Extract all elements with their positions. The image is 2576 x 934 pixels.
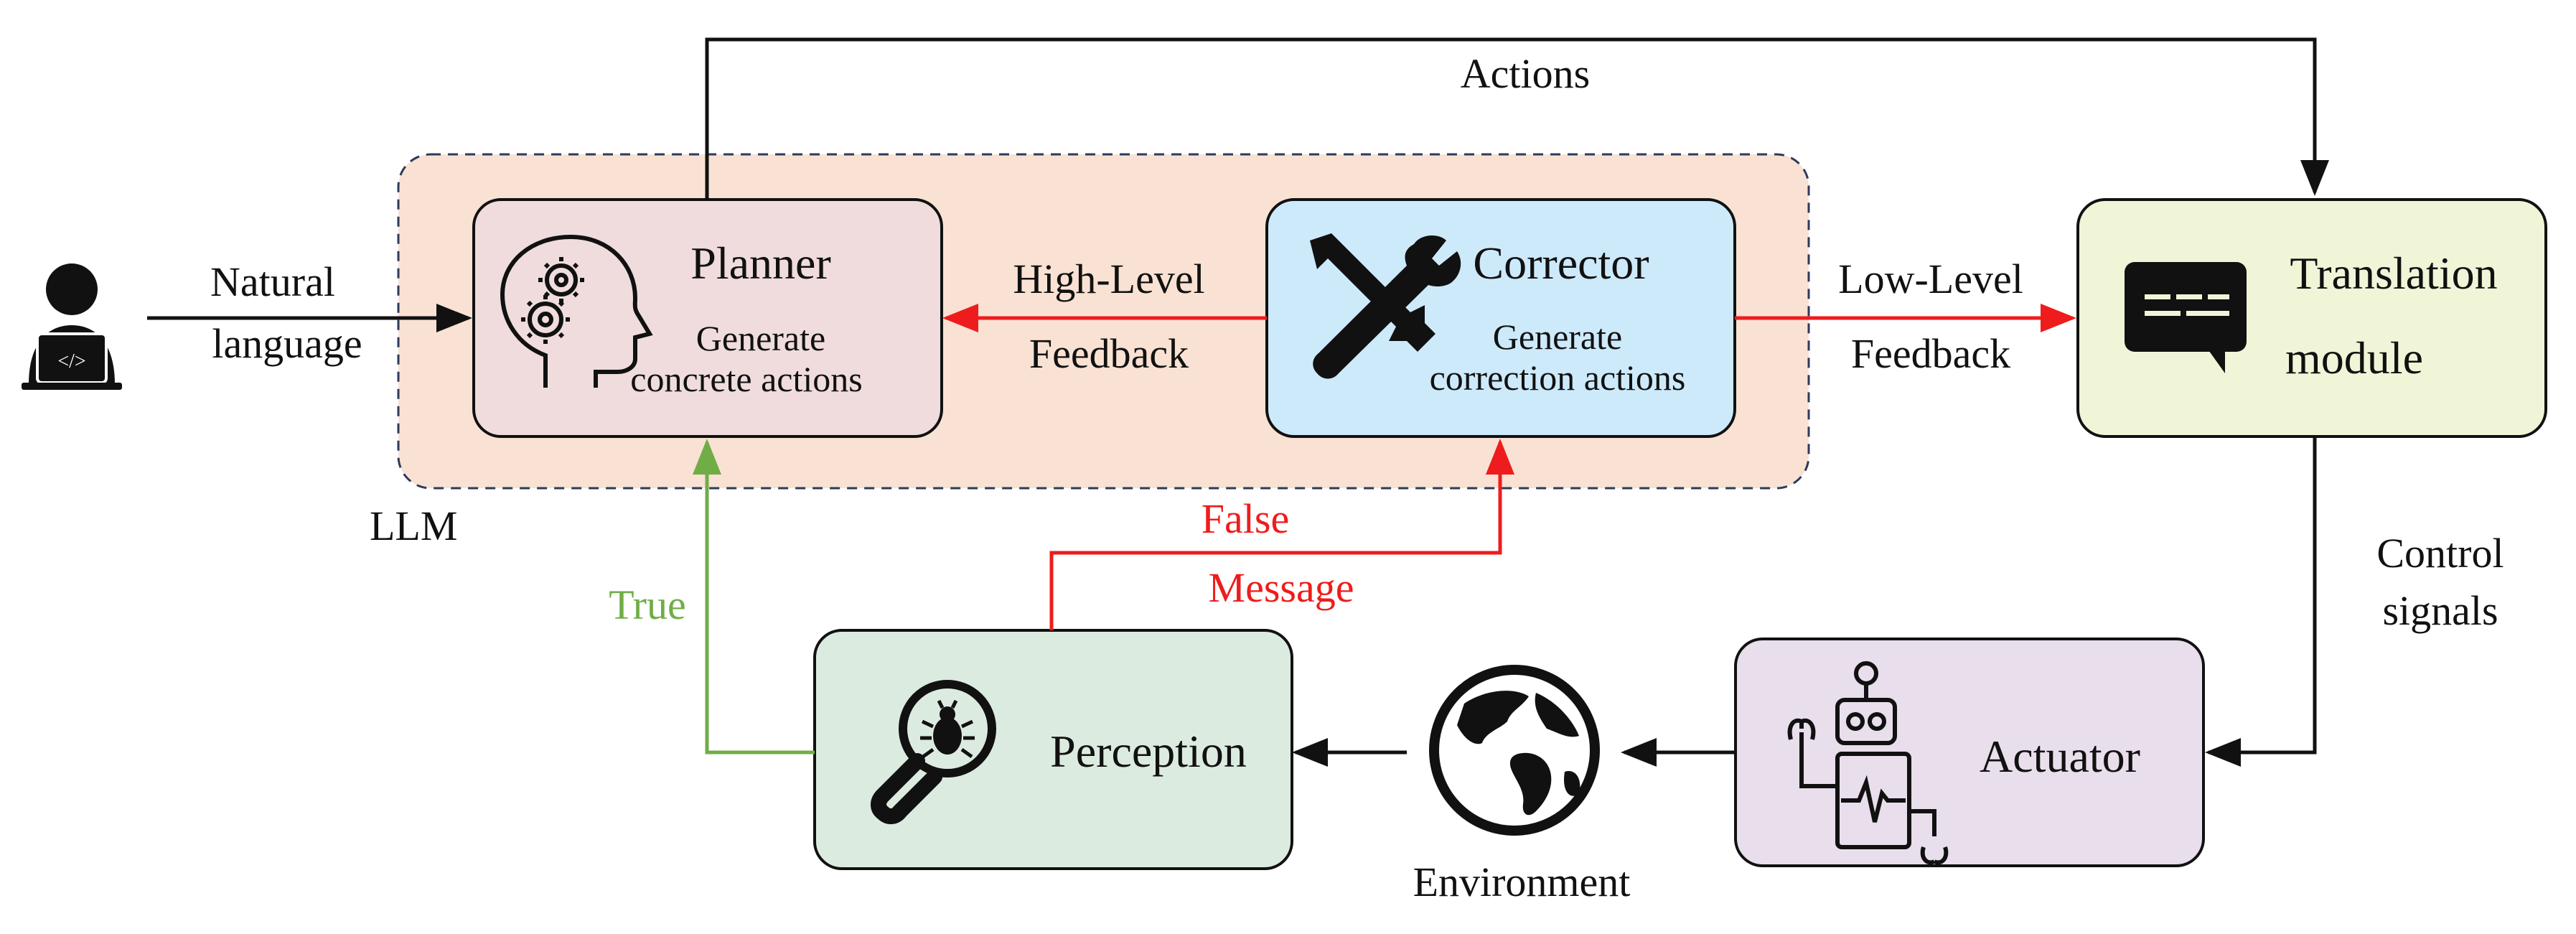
translation-title-1: Translation <box>2290 248 2497 299</box>
control-signals-label-1: Control <box>2376 530 2504 576</box>
globe-icon <box>1429 665 1600 836</box>
high-level-label-2: Feedback <box>1029 330 1189 377</box>
true-edge <box>693 439 815 755</box>
bug-magnifier-icon <box>871 680 996 824</box>
high-level-label-1: High-Level <box>1013 256 1204 302</box>
natural-language-label-2: language <box>212 320 362 367</box>
message-label: Message <box>1209 564 1354 611</box>
control-signals-label-2: signals <box>2382 587 2498 634</box>
llm-label: LLM <box>370 503 457 549</box>
planner-title: Planner <box>690 238 831 289</box>
control-signals-edge <box>2205 436 2317 767</box>
planner-box[interactable] <box>472 198 943 438</box>
true-label: True <box>609 582 685 628</box>
planner-desc-2: concrete actions <box>630 359 862 399</box>
low-level-label-1: Low-Level <box>1838 256 2023 302</box>
wrench-screwdriver-icon <box>1310 233 1461 379</box>
actions-edge <box>705 37 2329 200</box>
corrector-desc-1: Generate <box>1493 317 1622 357</box>
actuator-title: Actuator <box>1980 731 2140 782</box>
natural-language-label-1: Natural <box>210 258 335 305</box>
low-level-label-2: Feedback <box>1851 330 2010 377</box>
translation-title-2: module <box>2285 332 2423 383</box>
perception-title: Perception <box>1050 726 1247 777</box>
head-gears-icon <box>500 234 653 388</box>
corrector-title: Corrector <box>1473 238 1649 289</box>
message-bubble-icon <box>2125 262 2247 373</box>
translation-module-box[interactable] <box>2076 198 2547 438</box>
svg-text:</>: </> <box>57 350 85 373</box>
developer-user-icon: </> <box>22 263 122 390</box>
environment-label: Environment <box>1413 859 1631 905</box>
false-message-edge <box>1049 439 1514 630</box>
actions-edge-label: Actions <box>1461 50 1590 97</box>
planner-desc-1: Generate <box>696 318 825 358</box>
false-label: False <box>1202 495 1289 542</box>
robot-icon <box>1787 661 1949 865</box>
corrector-desc-2: correction actions <box>1430 358 1686 398</box>
